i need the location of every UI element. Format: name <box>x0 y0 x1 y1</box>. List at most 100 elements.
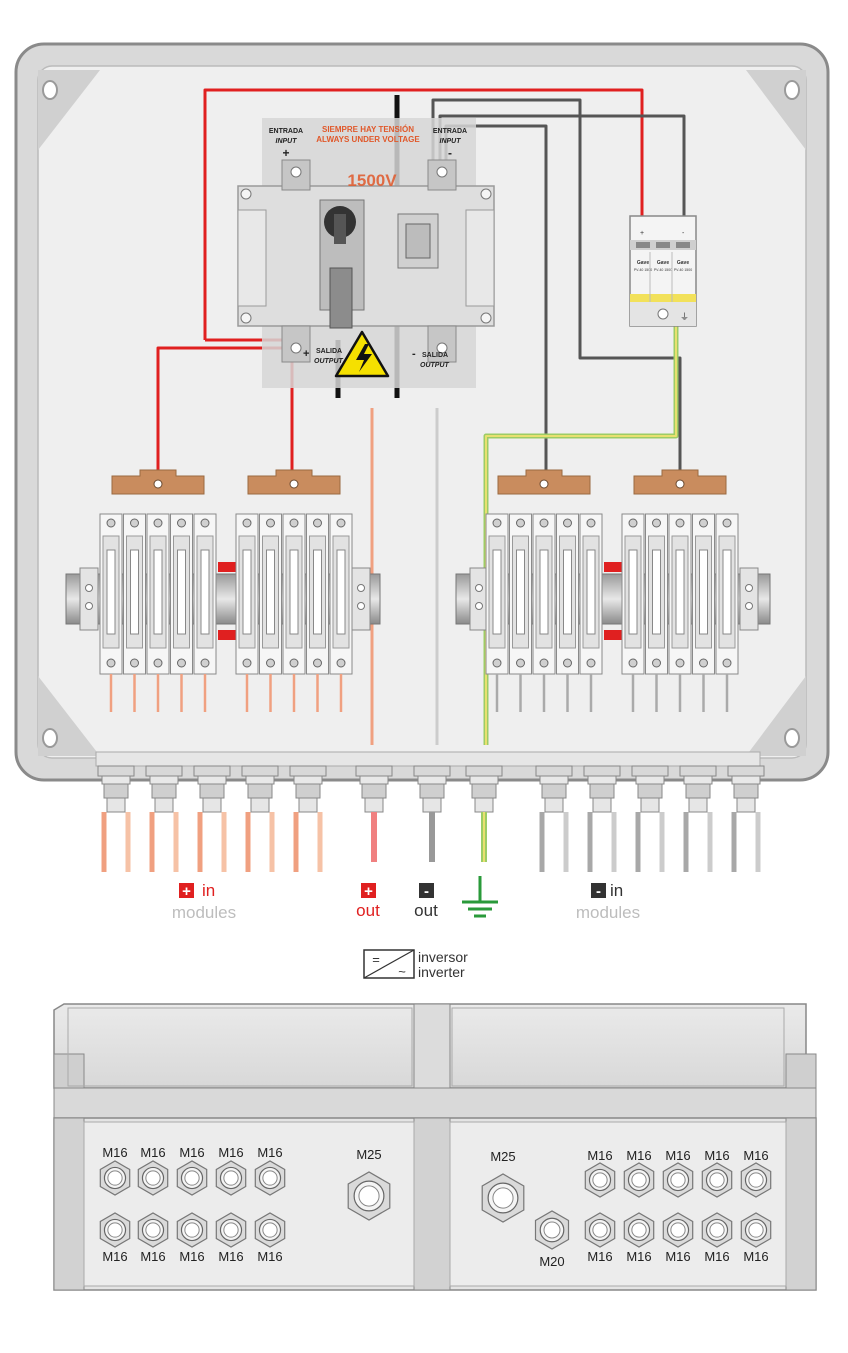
legend: + in modules + out - out - in modules <box>172 876 640 980</box>
input-left-label-es: ENTRADA <box>269 128 303 135</box>
screw-icon <box>784 80 800 100</box>
gland-size-label: M16 <box>704 1249 729 1264</box>
terminal-hole-icon <box>289 479 299 489</box>
gland-size-label: M25 <box>490 1149 515 1164</box>
gland-size-label: M16 <box>102 1145 127 1160</box>
cable-gland <box>97 765 135 872</box>
cable-glands <box>97 765 765 872</box>
gland-size-label: M16 <box>743 1148 768 1163</box>
screw-icon <box>42 728 58 748</box>
fuse-holder-group <box>485 469 603 712</box>
plus-symbol-icon: + <box>364 883 373 900</box>
screw-icon <box>784 728 800 748</box>
gland-size-label: M16 <box>587 1148 612 1163</box>
gland-hole-m16: M16 <box>99 1212 131 1264</box>
inverter-legend: = ~ inversor inverter <box>363 949 468 980</box>
fuse-holder-group <box>621 469 739 712</box>
plus-in-label: in <box>202 881 215 900</box>
cable-gland <box>241 765 279 872</box>
gland-size-label: M25 <box>356 1147 381 1162</box>
input-right-sign: - <box>448 146 452 160</box>
gland-hole-m16: M16 <box>662 1148 694 1198</box>
spd-minus: - <box>682 230 685 237</box>
cable-gland <box>465 765 503 862</box>
gland-hole-m20: M20 <box>534 1210 570 1269</box>
fuse-holder <box>306 513 329 712</box>
output-left-label-es: SALIDA <box>316 348 342 355</box>
gland-hole-m16: M16 <box>176 1212 208 1264</box>
output-right-label-en: OUTPUT <box>420 362 450 369</box>
gland-hole-m16: M16 <box>701 1148 733 1198</box>
output-right-sign: - <box>412 348 416 360</box>
gland-size-label: M16 <box>587 1249 612 1264</box>
fuse-holder <box>99 513 123 712</box>
gland-size-label: M16 <box>626 1249 651 1264</box>
minus-in-legend: - in modules <box>576 881 640 922</box>
gland-size-label: M16 <box>102 1249 127 1264</box>
fuse-holder <box>579 513 603 712</box>
switch-warning-en: ALWAYS UNDER VOLTAGE <box>316 135 420 144</box>
fuse-holder <box>532 513 556 712</box>
minus-out-legend: - out <box>414 883 438 920</box>
switch-warning-es: SIEMPRE HAY TENSIÓN <box>322 125 414 134</box>
terminal-hole-icon <box>675 479 685 489</box>
gland-hole-m16: M16 <box>623 1148 655 1198</box>
fuse-holder <box>715 513 739 712</box>
terminal-hole-icon <box>539 479 549 489</box>
fuse-holder-group <box>235 469 353 712</box>
gland-hole-m16: M16 <box>176 1145 208 1196</box>
terminal-hole-icon <box>153 479 163 489</box>
dc-symbol-icon: = <box>372 952 380 967</box>
fuse-holder-groups <box>99 469 739 712</box>
fuse-holder <box>621 513 645 712</box>
gland-hole-m16: M16 <box>701 1212 733 1264</box>
screw-icon <box>42 80 58 100</box>
gland-hole-m16: M16 <box>623 1212 655 1264</box>
gland-hole-m16: M16 <box>215 1145 247 1196</box>
gland-size-label: M16 <box>140 1145 165 1160</box>
fuse-holder <box>170 513 193 712</box>
gland-hole-m16: M16 <box>662 1212 694 1264</box>
gland-hole-m16: M16 <box>740 1212 772 1264</box>
cable-gland <box>535 765 573 872</box>
fuse-holder <box>668 513 692 712</box>
minus-symbol-icon: - <box>596 883 601 900</box>
inverter-icon: = ~ <box>363 949 415 979</box>
gland-hole-m25: M25 <box>347 1147 391 1221</box>
gland-hole-m16: M16 <box>584 1212 616 1264</box>
fuse-holder <box>329 513 353 712</box>
plus-out-label: out <box>356 901 380 920</box>
gland-hole-m16: M16 <box>137 1145 169 1196</box>
spd-plus: + <box>640 230 644 237</box>
output-right-label-es: SALIDA <box>422 352 448 359</box>
fuse-holder <box>282 513 306 712</box>
plus-out-legend: + out <box>356 883 380 920</box>
output-left-sign: + <box>303 348 309 360</box>
gland-size-label: M16 <box>665 1148 690 1163</box>
spd-model: PV-40 1500 <box>634 268 652 272</box>
cable-gland <box>631 765 669 872</box>
cable-gland <box>355 765 393 862</box>
spd-brand: Gave <box>657 260 669 266</box>
inverter-label-es: inversor <box>418 949 468 965</box>
input-right-label-en: INPUT <box>440 138 462 145</box>
spd-model: PV-40 1500 <box>654 268 672 272</box>
gland-hole-m16: M16 <box>584 1148 616 1198</box>
high-voltage-warning-icon <box>334 330 390 378</box>
input-right-label-es: ENTRADA <box>433 128 467 135</box>
gland-hole-m16: M16 <box>254 1212 286 1264</box>
gland-size-label: M16 <box>743 1249 768 1264</box>
gland-size-label: M16 <box>257 1145 282 1160</box>
input-left-label-en: INPUT <box>276 138 298 145</box>
switch-voltage: 1500V <box>347 171 397 190</box>
fuse-holder <box>146 513 170 712</box>
gland-hole-m16: M16 <box>740 1148 772 1198</box>
spd-model: PV-40 1500 <box>674 268 692 272</box>
fuse-holder <box>123 513 146 712</box>
fuse-holder <box>645 513 668 712</box>
plus-in-legend: + in modules <box>172 881 236 922</box>
cable-gland <box>193 765 231 872</box>
fuse-holder <box>193 513 217 712</box>
